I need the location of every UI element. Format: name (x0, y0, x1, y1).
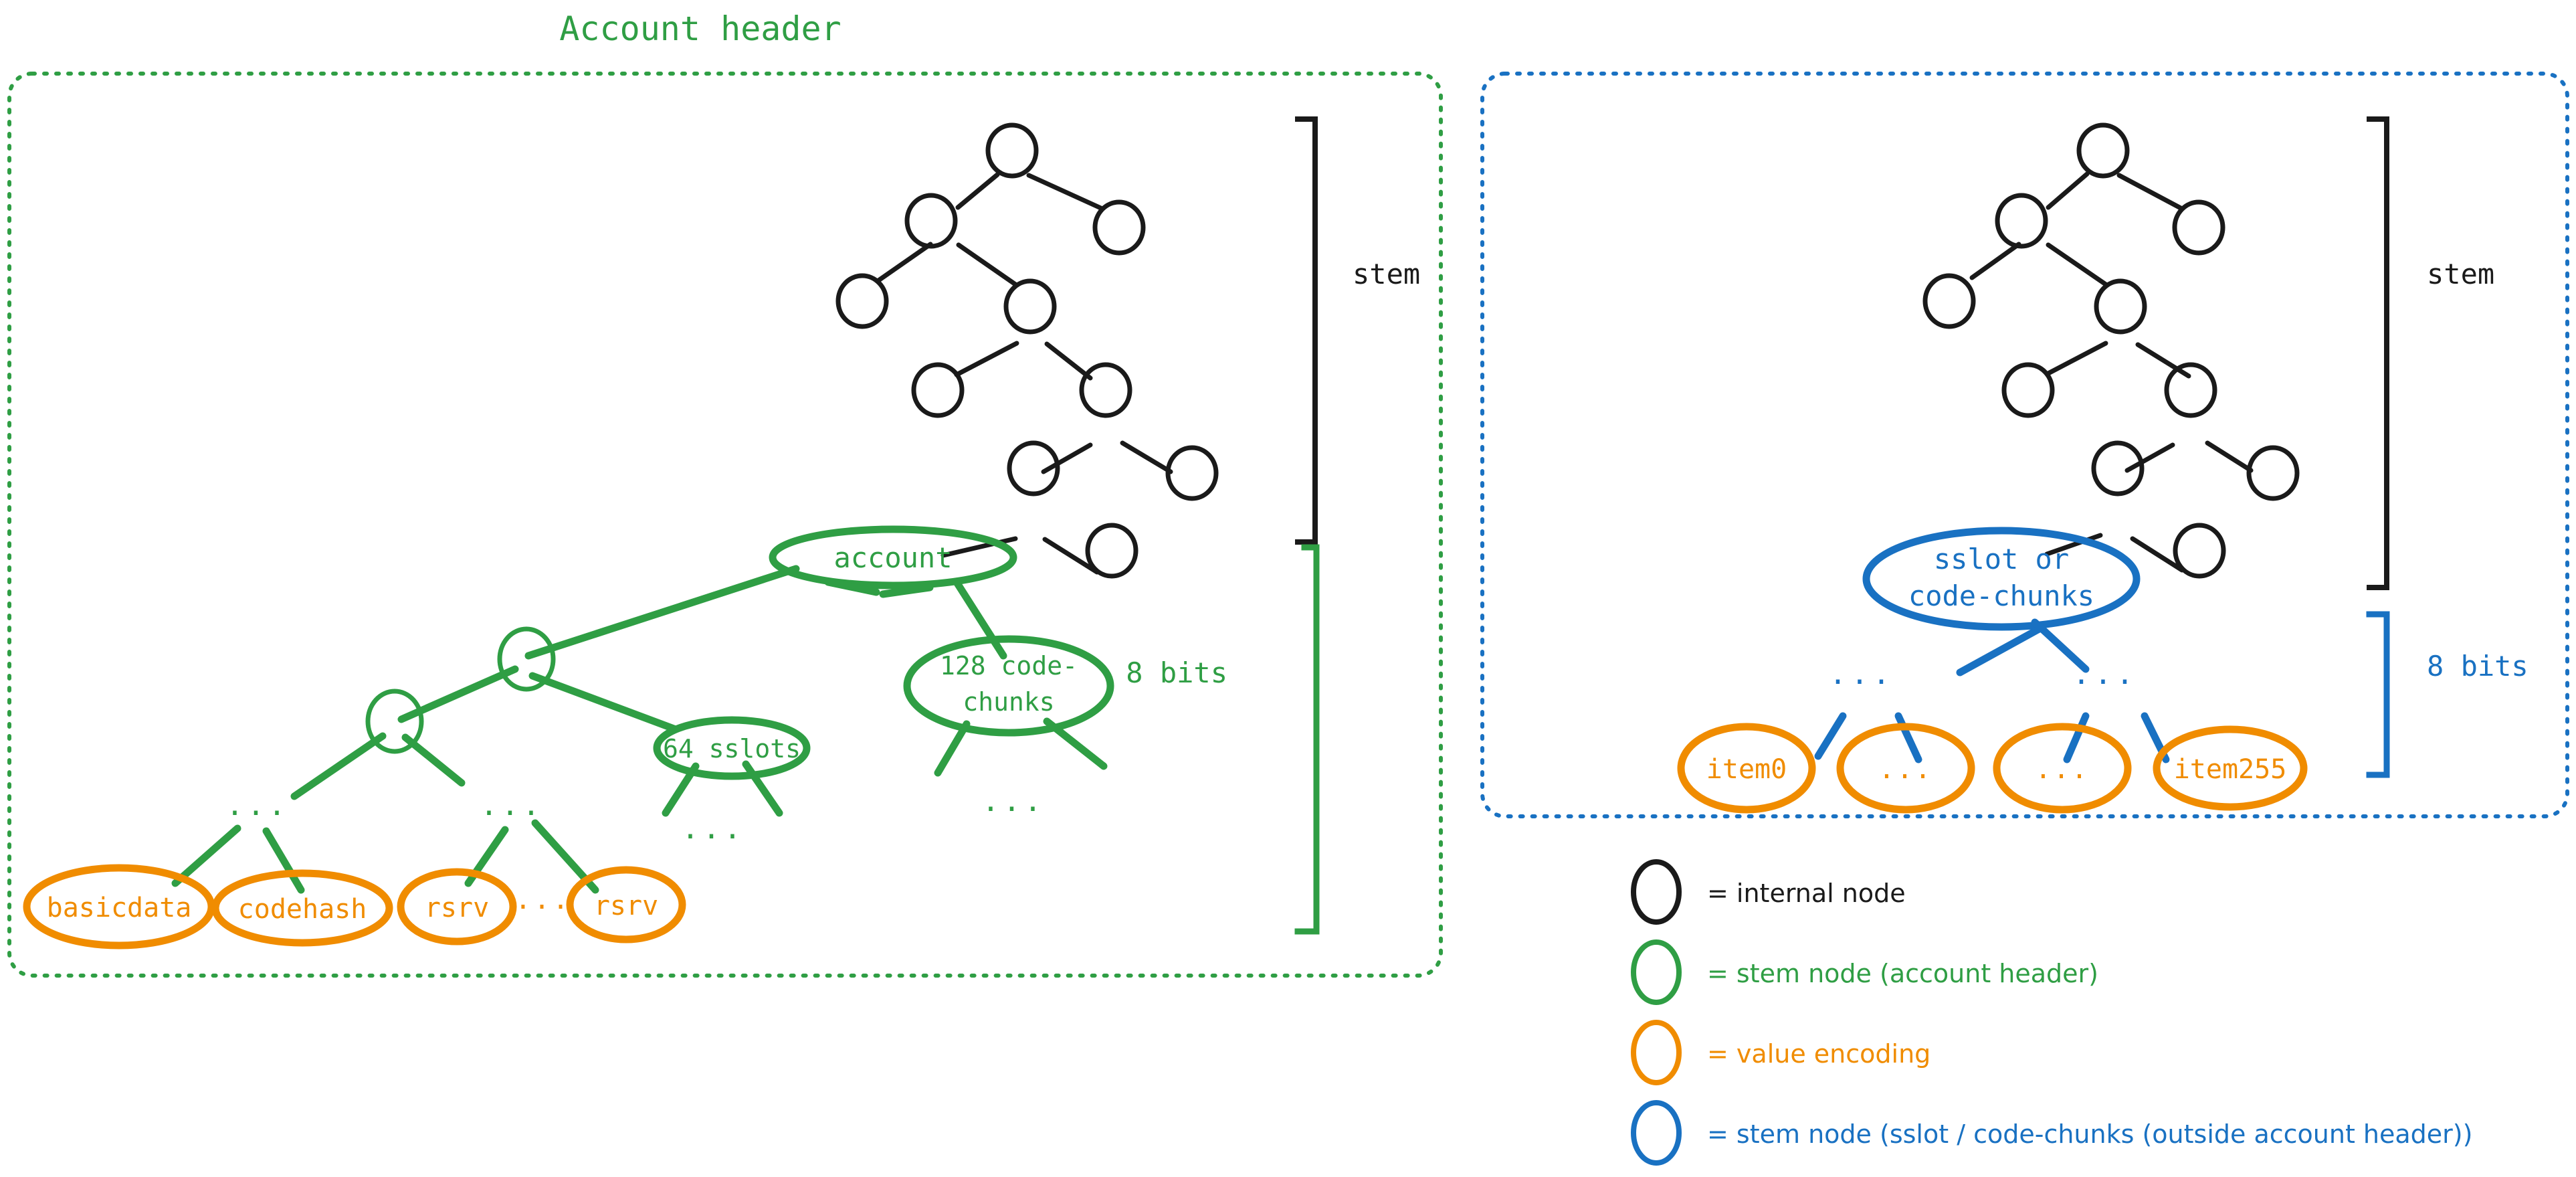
ellipsis-mark: ... (2072, 657, 2137, 691)
value-node-item255-label: item255 (2174, 754, 2287, 785)
value-node-rsrv-2-label: rsrv (594, 891, 658, 921)
right-internal-tree (1922, 122, 2300, 579)
ellipsis-mark: ... (682, 812, 745, 846)
left-stem-bracket-label: stem (1353, 258, 1420, 290)
green-internal-node (497, 626, 556, 692)
legend-label-value-encoding: = value encoding (1707, 1039, 1930, 1069)
group-node-code-chunks-label-line1: 128 code- (940, 651, 1078, 681)
right-blue-leaf-edges (1814, 712, 2170, 763)
right-stem-bracket (2367, 116, 2389, 590)
value-node-item0 (1677, 723, 1816, 814)
internal-node (1079, 362, 1132, 418)
ellipsis-mark: ... (982, 784, 1045, 818)
internal-node (1922, 273, 1976, 329)
ellipsis-mark: ... (515, 885, 571, 915)
value-node-basicdata-label: basicdata (47, 893, 192, 923)
right-stem-node-label-line2: code-chunks (1908, 579, 2094, 612)
value-node-codehash-label: codehash (238, 894, 367, 925)
left-bits-bracket-label: 8 bits (1126, 656, 1227, 689)
legend-swatch-internal-node (1631, 859, 1682, 925)
legend-label-stem-node-sslot-codechunks: = stem node (sslot / code-chunks (outsid… (1707, 1119, 2472, 1149)
value-node-ellipsis-2 (1993, 723, 2132, 814)
legend-label-stem-node-account-header: = stem node (account header) (1707, 959, 2098, 988)
value-node-basicdata (23, 864, 215, 949)
left-stem-bracket (1295, 116, 1318, 545)
group-node-sslots-label: 64 sslots (663, 734, 801, 763)
internal-node (2173, 523, 2226, 579)
internal-node (2172, 199, 2225, 256)
legend (1631, 859, 1682, 1166)
internal-node (2164, 362, 2217, 418)
ellipsis-mark: ... (480, 788, 543, 822)
value-node-rsrv-2 (566, 866, 686, 943)
group-node-code-chunks-label-line2: chunks (963, 687, 1054, 717)
value-node-codehash (211, 869, 393, 947)
right-stem-node-sslot-codechunks (1862, 527, 2141, 676)
left-stem-node-account (769, 525, 1017, 598)
legend-swatch-value-encoding (1631, 1020, 1682, 1085)
internal-node (1003, 278, 1057, 335)
right-panel-border (1480, 72, 2569, 818)
internal-node (2001, 362, 2055, 418)
internal-node (1007, 440, 1060, 496)
right-stem-bracket-label: stem (2427, 258, 2494, 290)
value-node-rsrv-1 (397, 868, 517, 945)
group-node-code-chunks (903, 635, 1114, 777)
left-stem-node-account-label: account (833, 541, 952, 574)
internal-node (2246, 445, 2300, 501)
left-bits-bracket (1294, 544, 1320, 935)
internal-node (1085, 523, 1138, 579)
right-bits-bracket (2366, 611, 2390, 778)
internal-node (911, 362, 965, 418)
right-bits-bracket-label: 8 bits (2427, 650, 2529, 683)
value-node-item0-label: item0 (1706, 754, 1787, 785)
internal-node (2091, 440, 2145, 496)
internal-node (985, 122, 1039, 179)
right-stem-node-label-line1: sslot or (1934, 543, 2069, 575)
value-node-ellipsis-1-label: ... (1878, 754, 1933, 785)
internal-node (1165, 445, 1219, 501)
value-node-ellipsis-2-label: ... (2035, 754, 2089, 785)
internal-node (904, 193, 958, 249)
internal-node (2094, 278, 2147, 335)
value-node-rsrv-1-label: rsrv (425, 893, 489, 923)
internal-node (1995, 193, 2048, 249)
value-node-ellipsis-1 (1836, 723, 1975, 814)
internal-node (2076, 122, 2130, 179)
group-node-sslots (653, 716, 811, 817)
left-green-tree-edges (171, 565, 1007, 894)
legend-swatch-stem-node-sslot-codechunks (1631, 1100, 1682, 1166)
value-node-item255 (2153, 725, 2308, 811)
internal-node (1092, 199, 1146, 256)
internal-node (835, 273, 889, 329)
legend-swatch-stem-node-account-header (1631, 939, 1682, 1005)
ellipsis-mark: ... (1829, 657, 1894, 691)
ellipsis-mark: ... (226, 788, 289, 822)
left-internal-tree (835, 122, 1219, 579)
legend-label-internal-node: = internal node (1707, 879, 1906, 908)
green-internal-node (365, 689, 424, 754)
page-title: Account header (559, 9, 841, 48)
